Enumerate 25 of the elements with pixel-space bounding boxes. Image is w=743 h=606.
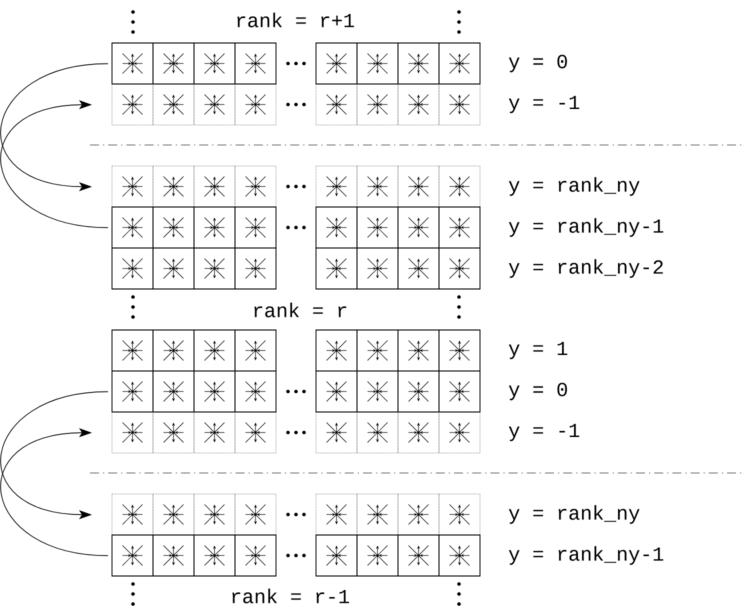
cell-row-drawing — [112, 248, 480, 290]
cell-row-drawing — [112, 84, 480, 126]
curved-arrow — [0, 428, 108, 556]
cell-row-drawing — [112, 494, 480, 536]
cell-row-drawing — [112, 42, 480, 84]
rank-label: rank = r-1 — [232, 588, 350, 604]
row-label: y = rank_ny-2 — [508, 259, 663, 278]
row-label: y = 1 — [508, 342, 568, 360]
rank-label: rank = r — [254, 302, 346, 318]
cell-row-drawing — [112, 370, 480, 412]
rank-label: rank = r+1 — [237, 12, 354, 28]
row-label: y = rank_ny — [508, 505, 640, 524]
row-label: y = -1 — [508, 96, 580, 114]
cell-row-drawing — [112, 330, 480, 372]
row-label: y = rank_ny — [508, 177, 640, 196]
row-label: y = rank_ny-1 — [508, 546, 664, 565]
row-label: y = -1 — [508, 424, 580, 442]
row-label: y = 0 — [508, 382, 567, 400]
row-label: y = 0 — [508, 54, 567, 72]
cell-row-drawing — [112, 412, 480, 454]
row-label: y = rank_ny-1 — [508, 218, 664, 237]
cell-row-drawing — [112, 534, 480, 576]
curved-arrow — [0, 100, 108, 228]
cell-row-drawing — [112, 166, 480, 208]
cell-row-drawing — [112, 206, 480, 248]
